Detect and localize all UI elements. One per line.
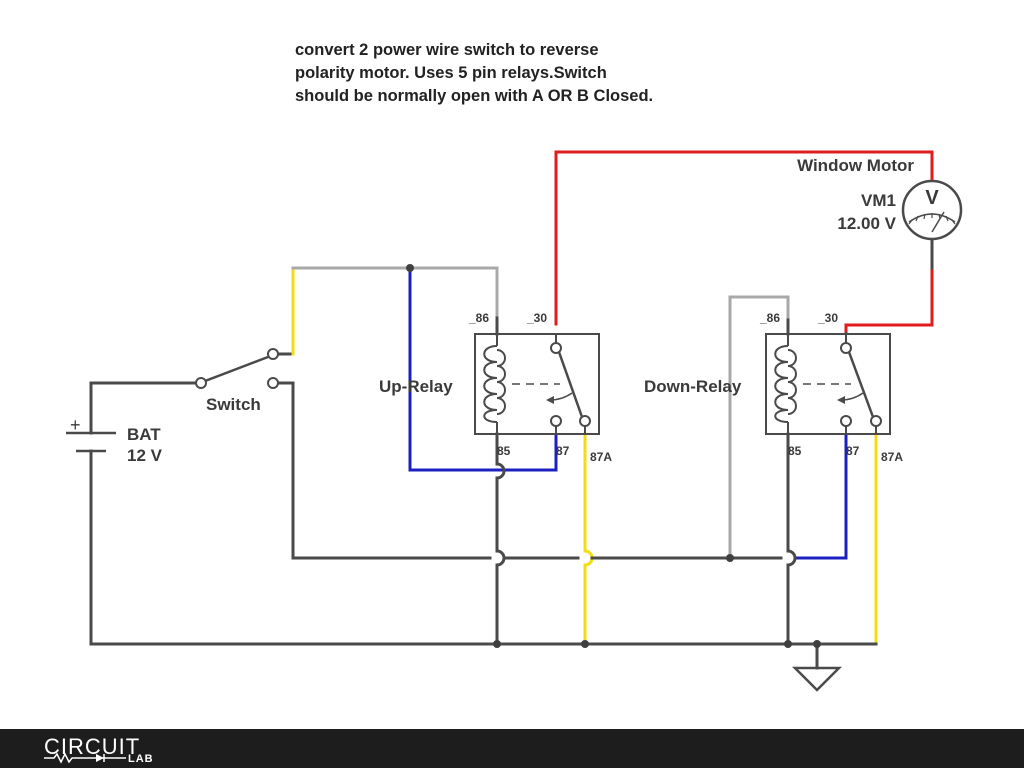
wire-top-gray-to-up-86 [291,266,499,320]
voltmeter-icon [901,179,963,241]
down-relay-symbol [765,332,891,435]
battery-value: 12 V [127,446,163,465]
wire-up-relay-85-to-ground [495,432,506,646]
up-relay-pin-87: 87 [556,444,570,458]
junction-dot [726,554,734,562]
description-line-1: convert 2 power wire switch to reverse [295,41,599,59]
switch-symbol [195,348,279,389]
down-relay-pin-85: 85 [788,444,802,458]
wire-up-relay-30-to-motor [554,150,934,326]
switch-label: Switch [206,395,261,414]
motor-title: Window Motor [797,156,914,175]
up-relay-pin-86: _86 [468,311,489,325]
junction-dot [813,640,821,648]
battery-name: BAT [127,425,161,444]
wire-switch-b-stub [278,381,492,560]
wire-up-relay-87-loop [408,266,558,472]
wire-bus-b-to-down-86 [728,295,790,560]
description-line-3: should be normally open with A OR B Clos… [295,87,653,105]
ground-symbol [791,666,843,692]
battery-plus-sign: + [70,415,81,435]
down-relay-pin-87: 87 [846,444,860,458]
circuitlab-logo-lab-text: LAB [128,753,154,765]
wire-battery-to-switch [89,381,203,435]
up-relay-pin-30: _30 [526,311,547,325]
circuitlab-logo-text: CIRCUIT [44,734,141,759]
wire-up-relay-87a-to-ground [583,432,594,646]
up-relay-pin-85: 85 [497,444,511,458]
up-relay-symbol [474,333,600,435]
up-relay-label: Up-Relay [379,377,453,396]
wire-motor-to-down-relay-30 [844,266,934,334]
junction-dot [581,640,589,648]
junction-dot [493,640,501,648]
down-relay-pin-87a: 87A [881,450,903,464]
motor-ref: VM1 [861,191,896,210]
junction-dot [784,640,792,648]
circuit-schematic: convert 2 power wire switch to reverse p… [66,41,963,692]
down-relay-pin-30: _30 [817,311,838,325]
footer-bar [0,729,1024,768]
wire-bus-b-to-down-87 [793,434,848,560]
voltmeter-symbol-letter: V [925,187,939,209]
motor-value: 12.00 V [837,214,896,233]
wire-down-relay-85-to-ground [786,432,797,646]
junction-dot [406,264,414,272]
description-line-2: polarity motor. Uses 5 pin relays.Switch [295,64,607,82]
down-relay-pin-86: _86 [759,311,780,325]
resistor-diode-logo-icon [44,752,126,764]
up-relay-pin-87a: 87A [590,450,612,464]
down-relay-label: Down-Relay [644,377,742,396]
wire-battery-to-ground-bus [89,449,878,646]
battery-symbol [66,431,116,453]
